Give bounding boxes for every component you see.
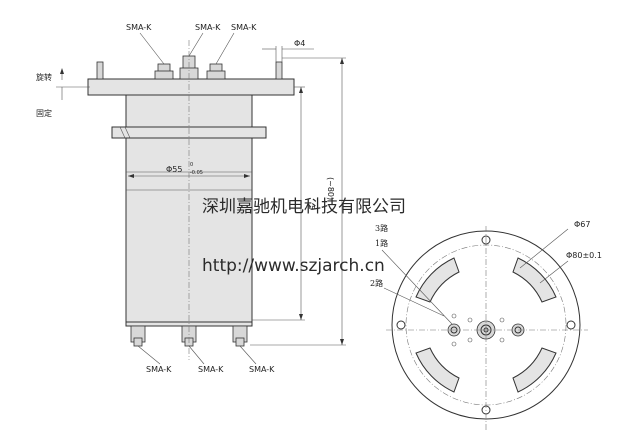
top-flange <box>87 78 295 96</box>
end-view <box>381 226 588 430</box>
dim-phi55-tol-upper: 0 <box>190 162 193 168</box>
label-channel-2: 2路 <box>370 278 383 288</box>
dim-phi55-tol-lower: -0.05 <box>190 170 203 176</box>
top-label-2: SMA-K <box>195 23 221 32</box>
watermark-url: http://www.szjarch.cn <box>202 256 385 276</box>
fixed-label: 固定 <box>36 108 52 118</box>
bottom-label-2: SMA-K <box>198 365 224 374</box>
mount-hole-right <box>566 320 576 330</box>
watermark-company: 深圳嘉驰机电科技有限公司 <box>202 197 406 217</box>
top-connector-3 <box>206 63 226 80</box>
dim-phi55: Φ55 <box>166 165 182 174</box>
rotate-label: 旋转 <box>36 72 52 82</box>
arc-slot-bottom-right <box>512 347 557 393</box>
arc-slot-bottom-left <box>415 347 460 393</box>
mount-hole-left <box>396 320 406 330</box>
bottom-label-1: SMA-K <box>146 365 172 374</box>
mount-hole-top <box>481 235 491 245</box>
label-channel-3: 3路 <box>375 223 388 233</box>
dim-height-total: (~80) <box>326 177 335 200</box>
arc-slot-top-left <box>415 257 460 303</box>
bottom-connector-1 <box>130 325 146 347</box>
dim-phi4: Φ4 <box>294 39 305 48</box>
top-label-1: SMA-K <box>126 23 152 32</box>
flange-bolt-left <box>96 61 104 80</box>
arc-slot-top-right <box>512 257 557 303</box>
dim-phi80: Φ80±0.1 <box>566 251 602 260</box>
label-channel-1: 1路 <box>375 238 388 248</box>
dim-phi67: Φ67 <box>574 220 590 229</box>
bottom-connector-3 <box>232 325 248 347</box>
top-connector-1 <box>154 63 174 80</box>
flange-bolt-right <box>275 61 283 80</box>
top-label-3: SMA-K <box>231 23 257 32</box>
side-view <box>56 32 346 365</box>
dim-height-inner: 5 <box>307 205 316 210</box>
bottom-label-3: SMA-K <box>249 365 275 374</box>
